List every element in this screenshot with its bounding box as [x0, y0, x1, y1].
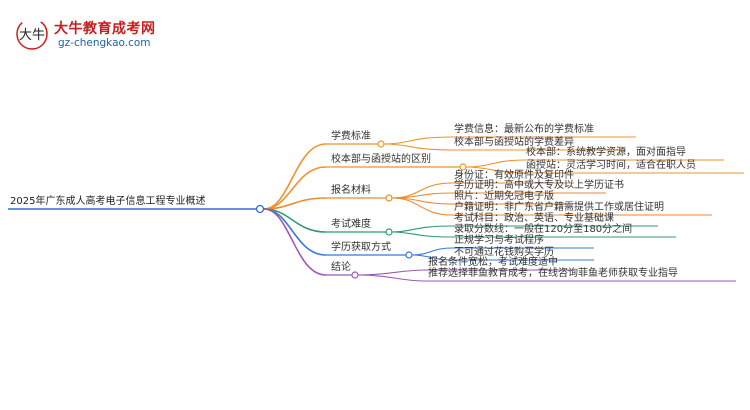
leaf-photo: 照片：近期免冠电子版	[454, 191, 554, 202]
branch-campus-difference: 校本部与函授站的区别	[331, 154, 431, 165]
branch-conclusion: 结论	[331, 262, 351, 273]
leaf-correspondence-station: 函授站：灵活学习时间，适合在职人员	[526, 160, 696, 171]
leaf-conclusion-summary: 报名条件宽松，考试难度适中	[428, 257, 558, 268]
leaf-fee-difference: 校本部与函授站的学费差异	[454, 137, 574, 148]
bull-logo-icon: 大牛	[16, 18, 48, 50]
leaf-fee-info: 学费信息：最新公布的学费标准	[454, 124, 594, 135]
leaf-formal-study: 正规学习与考试程序	[454, 235, 544, 246]
site-logo[interactable]: 大牛 大牛教育成考网 gz-chengkao.com	[14, 16, 164, 52]
branch-materials: 报名材料	[331, 185, 371, 196]
leaf-education-proof: 学历证明：高中或大专及以上学历证书	[454, 180, 624, 191]
mindmap-root: 2025年广东成人高考电子信息工程专业概述	[10, 196, 206, 207]
site-url: gz-chengkao.com	[58, 37, 151, 49]
leaf-conclusion-recommend: 推荐选择菲鱼教育成考，在线咨询菲鱼老师获取专业指导	[428, 268, 678, 279]
leaf-id-card: 身份证：有效原件及复印件	[454, 170, 574, 181]
site-name: 大牛教育成考网	[54, 21, 156, 37]
branch-degree-methods: 学历获取方式	[331, 242, 391, 253]
leaf-household-proof: 户籍证明：非广东省户籍需提供工作或居住证明	[454, 202, 664, 213]
leaf-exam-subjects: 考试科目：政治、英语、专业基础课	[454, 213, 614, 224]
leaf-no-buying: 不可通过花钱购买学历	[454, 247, 554, 258]
svg-text:大牛: 大牛	[19, 28, 45, 43]
leaf-admission-score: 录取分数线：一般在120分至180分之间	[454, 224, 633, 235]
leaf-main-campus: 校本部：系统教学资源，面对面指导	[526, 147, 686, 158]
branch-difficulty: 考试难度	[331, 219, 371, 230]
branch-fees: 学费标准	[331, 131, 371, 142]
